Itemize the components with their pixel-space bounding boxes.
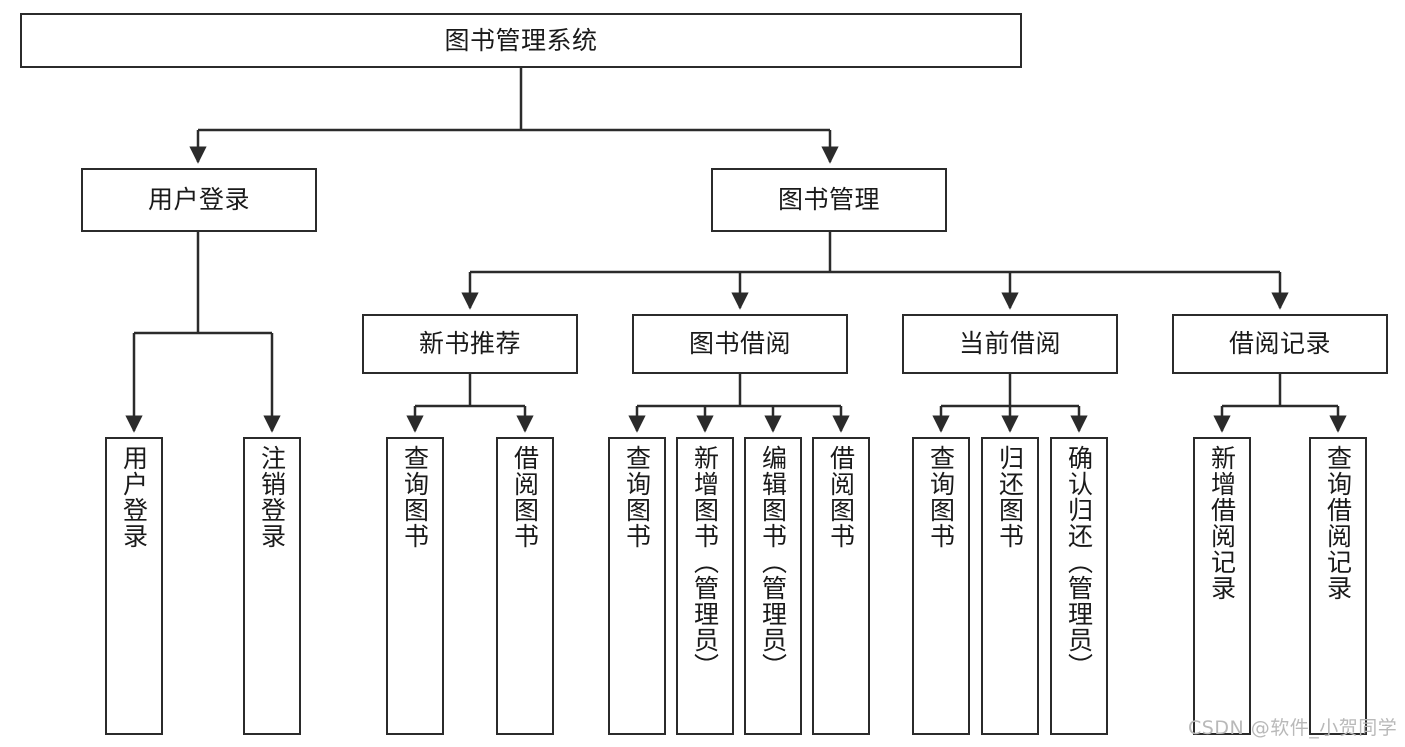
node-label: 查询图书 [926,445,956,549]
node-user-login[interactable]: 用户登录 [81,168,317,232]
node-borrow-record[interactable]: 借阅记录 [1172,314,1388,374]
csdn-watermark: CSDN @软件_小贺同学 [1188,717,1398,739]
node-label: 借阅图书 [510,445,540,549]
node-new-book-recommend[interactable]: 新书推荐 [362,314,578,374]
node-label: 图书管理系统 [444,25,598,55]
node-label: 编辑图书（管理员） [758,445,788,679]
leaf-current-return-book[interactable]: 归还图书 [981,437,1039,735]
leaf-current-query-book[interactable]: 查询图书 [912,437,970,735]
leaf-record-query-record[interactable]: 查询借阅记录 [1309,437,1367,735]
leaf-borrow-edit-book-admin[interactable]: 编辑图书（管理员） [744,437,802,735]
node-label: 图书管理 [777,185,880,215]
node-label: 新增图书（管理员） [690,445,720,679]
node-label: 当前借阅 [958,329,1061,359]
leaf-newbook-borrow-book[interactable]: 借阅图书 [496,437,554,735]
node-label: 新增借阅记录 [1207,445,1237,601]
node-current-borrow[interactable]: 当前借阅 [902,314,1118,374]
leaf-borrow-borrow-book[interactable]: 借阅图书 [812,437,870,735]
node-book-management[interactable]: 图书管理 [711,168,947,232]
node-label: 确认归还（管理员） [1064,445,1094,679]
leaf-user-login-logout[interactable]: 注销登录 [243,437,301,735]
leaf-newbook-query-book[interactable]: 查询图书 [386,437,444,735]
node-label: 借阅记录 [1228,329,1331,359]
node-label: 归还图书 [995,445,1025,549]
leaf-record-add-record[interactable]: 新增借阅记录 [1193,437,1251,735]
node-root-system[interactable]: 图书管理系统 [20,13,1022,68]
node-label: 查询图书 [400,445,430,549]
node-book-borrow[interactable]: 图书借阅 [632,314,848,374]
leaf-borrow-add-book-admin[interactable]: 新增图书（管理员） [676,437,734,735]
node-label: 用户登录 [147,185,250,215]
node-label: 注销登录 [257,445,287,549]
node-label: 用户登录 [119,445,149,549]
leaf-current-confirm-return-admin[interactable]: 确认归还（管理员） [1050,437,1108,735]
node-label: 借阅图书 [826,445,856,549]
node-label: 图书借阅 [688,329,791,359]
node-label: 新书推荐 [418,329,521,359]
node-label: 查询图书 [622,445,652,549]
leaf-user-login-login[interactable]: 用户登录 [105,437,163,735]
node-label: 查询借阅记录 [1323,445,1353,601]
leaf-borrow-query-book[interactable]: 查询图书 [608,437,666,735]
